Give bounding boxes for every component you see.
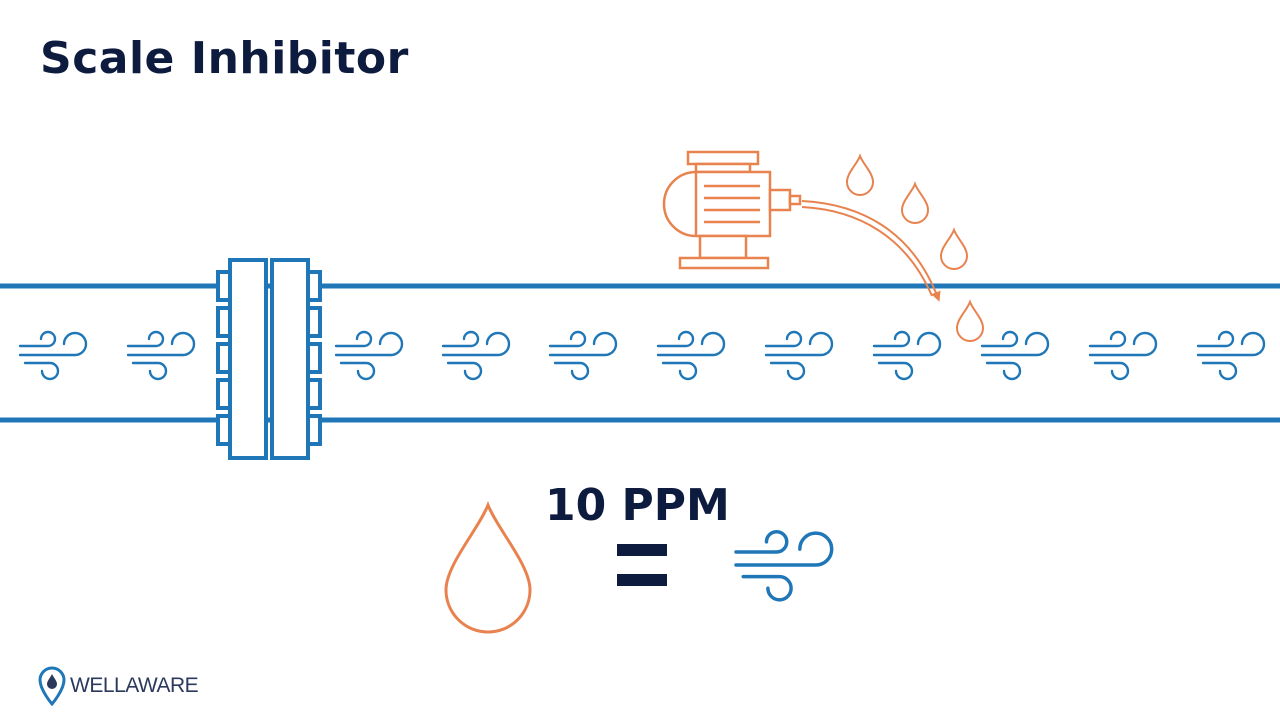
wind-flow-icon	[656, 330, 726, 381]
wind-flow-icon-large	[734, 529, 834, 602]
water-drop-icon	[956, 301, 984, 342]
logo-text-well: WELL	[70, 674, 126, 697]
logo-text: WELLAWARE	[70, 674, 199, 698]
wind-flow-icon	[764, 330, 834, 381]
ratio-label: 10 PPM	[545, 480, 730, 531]
water-drop-icon	[940, 229, 968, 270]
logo-text-aware: AWARE	[125, 674, 199, 697]
water-drop-icon	[901, 183, 929, 224]
pump-motor-icon	[662, 150, 802, 270]
wind-flow-icon	[126, 330, 196, 381]
slide-title: Scale Inhibitor	[40, 33, 409, 84]
water-drop-icon-large	[444, 500, 532, 634]
wellaware-logo: WELLAWARE	[38, 666, 199, 706]
wind-flow-icon	[548, 330, 618, 381]
wind-flow-icon	[1088, 330, 1158, 381]
wind-flow-icon	[441, 330, 511, 381]
pipe-flange-icon	[216, 258, 322, 460]
wind-flow-icon	[980, 330, 1050, 381]
water-drop-icon	[846, 155, 874, 196]
location-pin-icon	[38, 666, 66, 706]
wind-flow-icon	[18, 330, 88, 381]
wind-flow-icon	[1196, 330, 1266, 381]
injection-arrow	[801, 200, 941, 302]
wind-flow-icon	[334, 330, 404, 381]
wind-flow-icon	[872, 330, 942, 381]
equals-sign	[617, 544, 667, 586]
